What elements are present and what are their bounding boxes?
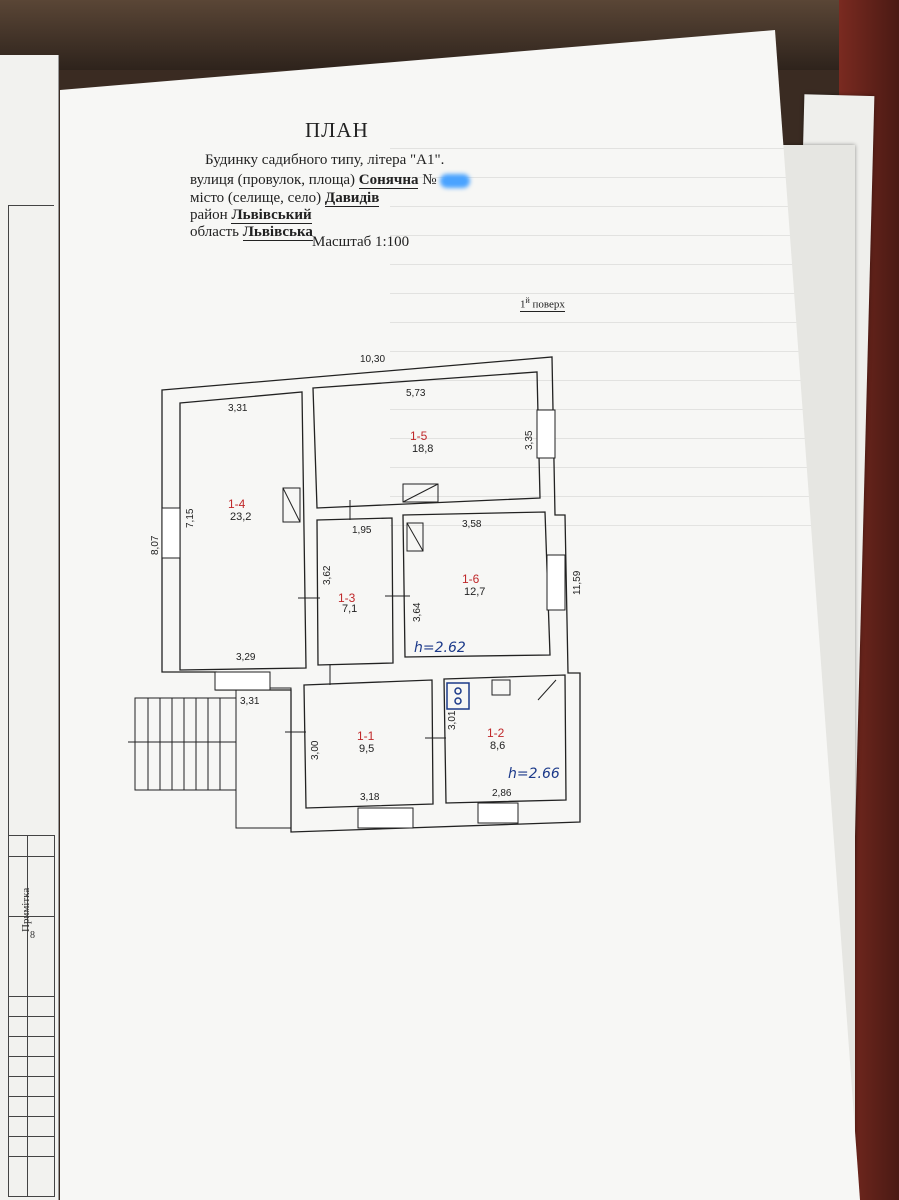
- room-id: 1-2: [487, 726, 505, 740]
- room-area: 23,2: [230, 511, 251, 523]
- stove-sketch: [446, 682, 470, 710]
- dim-room2-left: 3,01: [447, 710, 458, 730]
- district-label: район: [190, 207, 228, 223]
- dim-left-total: 8,07: [150, 535, 161, 555]
- city-label: місто (селище, село): [190, 190, 322, 206]
- street-value: Сонячна: [358, 172, 419, 189]
- room-id: 1-3: [338, 591, 356, 605]
- porch-stairs: [128, 687, 292, 829]
- document-page: [60, 30, 860, 1200]
- fixtures: [282, 483, 557, 701]
- page-title: ПЛАН: [305, 118, 369, 142]
- windows: [161, 409, 566, 829]
- scale-label: Масштаб 1:100: [312, 234, 410, 250]
- dim-right-total: 11,59: [572, 570, 583, 595]
- region-label: область: [190, 224, 239, 240]
- dim-room4-top: 3,31: [228, 403, 248, 414]
- dim-room4-left: 7,15: [185, 508, 196, 528]
- room-id: 1-4: [228, 497, 246, 511]
- room-area: 9,5: [359, 743, 374, 755]
- floor-label: 1й поверх: [520, 296, 565, 312]
- door-marks: [285, 500, 446, 739]
- city-line: місто (селище, село) Давидів: [190, 190, 380, 207]
- region-value: Львівська: [242, 224, 313, 241]
- dim-room3-left: 3,62: [322, 565, 333, 585]
- city-value: Давидів: [324, 190, 380, 207]
- dim-corridor-top: 1,95: [352, 525, 372, 536]
- left-sheet-frame: [8, 205, 54, 836]
- dim-porch: 3,31: [240, 696, 260, 707]
- street-label: вулиця (провулок, площа): [190, 172, 356, 188]
- number-label: №: [422, 172, 437, 188]
- district-line: район Львівський: [190, 207, 312, 224]
- district-value: Львівський: [231, 207, 312, 224]
- outer-walls: [161, 356, 581, 833]
- left-sheet-table: [8, 835, 55, 1197]
- left-sheet: [0, 55, 59, 1200]
- room-area: 7,1: [342, 603, 357, 615]
- region-line: область Львівська: [190, 224, 313, 241]
- redaction-mark: [440, 173, 471, 188]
- ceiling-height-note: h=2.66: [508, 766, 560, 782]
- dim-room6-top: 3,58: [462, 519, 482, 530]
- dim-room1-bottom: 3,18: [360, 792, 380, 803]
- room-area: 18,8: [412, 443, 433, 455]
- dim-room1-left: 3,00: [310, 740, 321, 760]
- floor-number: 1: [520, 298, 526, 311]
- subtitle: Будинку садибного типу, літера "А1".: [205, 152, 445, 168]
- dim-room5-right: 3,35: [524, 430, 535, 450]
- dim-total-width: 10,30: [360, 354, 385, 365]
- room-id: 1-1: [357, 729, 375, 743]
- room-id: 1-5: [410, 429, 428, 443]
- room-area: 12,7: [464, 586, 485, 598]
- show-through-table: [390, 120, 820, 540]
- dim-room6-left: 3,64: [412, 602, 423, 622]
- floor-text: поверх: [532, 298, 565, 311]
- ceiling-height-note: h=2.62: [414, 640, 466, 656]
- room-id: 1-6: [462, 572, 480, 586]
- dim-room2-bottom: 2,86: [492, 788, 512, 799]
- dim-room5-top: 5,73: [406, 388, 426, 399]
- dim-room4-bottom: 3,29: [236, 652, 256, 663]
- street-line: вулиця (провулок, площа) Сонячна №: [190, 172, 471, 189]
- left-sheet-col-num: 8: [30, 930, 35, 941]
- room-area: 8,6: [490, 740, 505, 752]
- floor-suffix: й: [525, 296, 530, 305]
